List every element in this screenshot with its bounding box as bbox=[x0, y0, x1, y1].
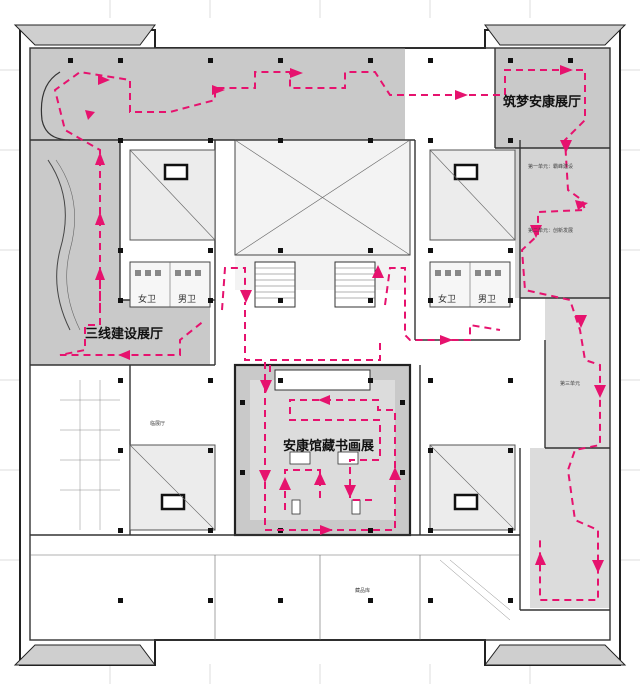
hall-zhumeng-label: 筑梦安康展厅 bbox=[503, 94, 581, 110]
male-wc-left-label: 男卫 bbox=[178, 294, 196, 305]
arrow bbox=[259, 470, 271, 483]
unit3-label: 第三单元 bbox=[560, 380, 580, 387]
arrow bbox=[240, 290, 252, 303]
arrow bbox=[95, 267, 105, 280]
arrow bbox=[455, 90, 468, 100]
arrow bbox=[594, 385, 606, 398]
route-left-lower bbox=[59, 270, 206, 356]
arrow bbox=[344, 485, 356, 498]
collection-room-label: 藏品库 bbox=[355, 587, 370, 594]
female-wc-right-label: 女卫 bbox=[438, 293, 456, 305]
arrow bbox=[260, 380, 272, 393]
voids bbox=[129, 149, 516, 531]
male-wc-right-label: 男卫 bbox=[478, 294, 496, 305]
arrow bbox=[95, 212, 105, 225]
arrow bbox=[560, 140, 572, 153]
arrow bbox=[575, 315, 587, 328]
arrow bbox=[560, 65, 573, 75]
interior-walls bbox=[29, 47, 611, 641]
arrow bbox=[98, 75, 110, 85]
hall-calligraphy-label: 安康馆藏书画展 bbox=[283, 438, 375, 454]
bottom-hall-details bbox=[60, 380, 511, 621]
arrow bbox=[118, 350, 130, 360]
arrow bbox=[320, 525, 333, 535]
arrow bbox=[592, 560, 604, 573]
arrow bbox=[290, 68, 303, 78]
arrow bbox=[318, 395, 330, 405]
female-wc-left-label: 女卫 bbox=[138, 293, 156, 305]
shaded-areas bbox=[30, 48, 610, 608]
restrooms bbox=[129, 261, 511, 308]
arrow bbox=[440, 335, 453, 345]
arrow bbox=[279, 477, 291, 490]
arrow bbox=[212, 85, 225, 95]
arrow bbox=[575, 200, 588, 210]
arrow bbox=[389, 467, 401, 480]
hall-sanxian-label: 三线建设展厅 bbox=[85, 326, 163, 342]
unit1-label: 第一单元：霸峰建设 bbox=[528, 163, 573, 170]
arrow bbox=[314, 472, 326, 485]
route-center bbox=[221, 267, 501, 531]
columns bbox=[68, 58, 573, 603]
arrow bbox=[372, 265, 384, 278]
room-labels: 女卫 男卫 女卫 男卫 临展厅 藏品库 第一单元：霸峰建设 第二单元：创新发展 … bbox=[138, 163, 580, 594]
curved-display bbox=[40, 71, 81, 331]
arrow bbox=[95, 152, 105, 165]
arrow bbox=[535, 552, 546, 565]
unit2-label: 第二单元：创新发展 bbox=[528, 227, 573, 234]
route-upper bbox=[53, 69, 601, 601]
arrow bbox=[85, 110, 95, 120]
arrow bbox=[530, 225, 542, 238]
hall-titles: 三线建设展厅 筑梦安康展厅 安康馆藏书画展 bbox=[85, 94, 581, 454]
visitor-route bbox=[53, 65, 606, 601]
temp-exhibit-label: 临展厅 bbox=[150, 420, 165, 427]
